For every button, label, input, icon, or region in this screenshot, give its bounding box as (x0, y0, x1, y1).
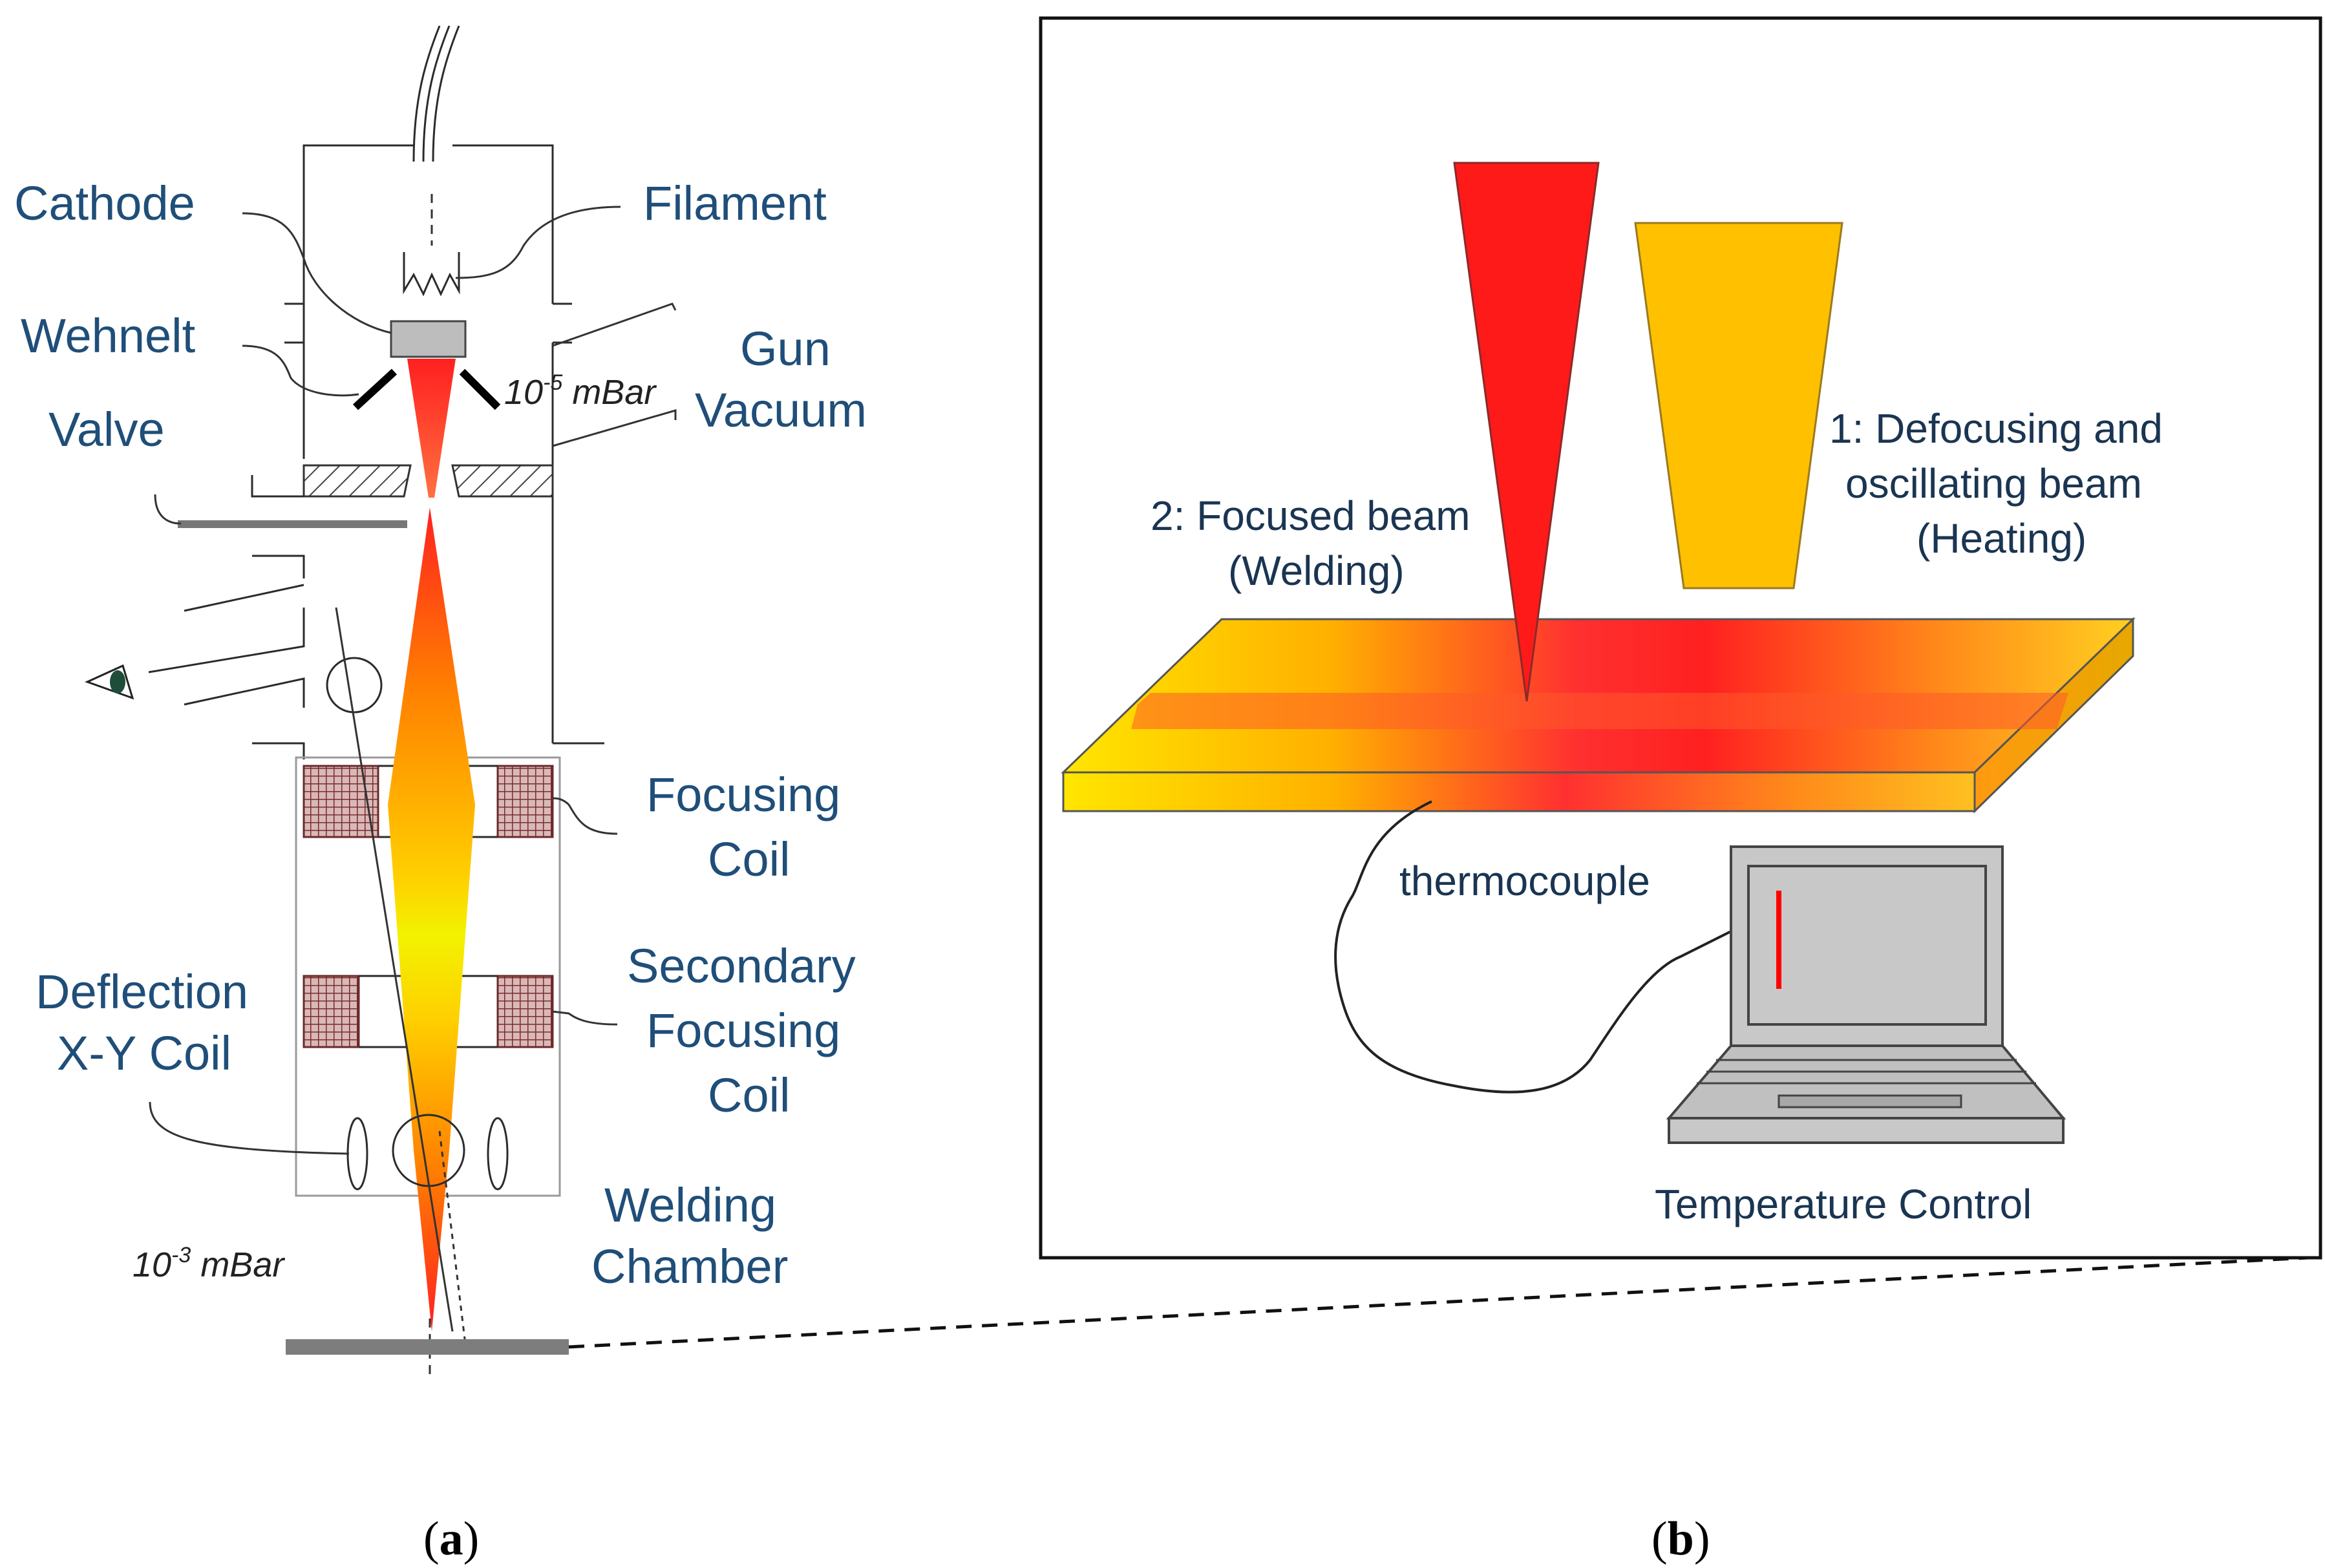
viewport-upper (148, 608, 305, 673)
cathode-block (390, 320, 467, 358)
workpiece (286, 1339, 569, 1355)
label-welding-2: Chamber (591, 1240, 788, 1293)
laptop-icon (1666, 845, 2066, 1144)
label-secondary-1: Secondary (627, 939, 856, 993)
weld-seam (1131, 693, 2068, 729)
label-focusing-coil-2: Coil (708, 832, 790, 886)
valve-plate (178, 520, 407, 528)
deflected-ray (438, 1130, 467, 1345)
valve-leader (154, 494, 182, 525)
anode-right (451, 464, 554, 498)
viewport-top-line (184, 584, 304, 612)
panel-a-electron-gun: Cathode Filament Wehnelt Gun Vacuum Valv… (14, 25, 867, 1565)
filament-leader (455, 206, 621, 279)
plate-front-face (1062, 771, 1976, 812)
label-defocus-2: oscillating beam (1845, 460, 2142, 507)
caption-a: (a) (423, 1512, 479, 1565)
defocused-beam (1634, 222, 1843, 589)
label-deflection-1: Deflection (36, 965, 248, 1019)
caption-b: (b) (1651, 1512, 1710, 1565)
secondary-coil-left (303, 975, 360, 1048)
anode-left (303, 464, 412, 498)
wehnelt-left (352, 368, 398, 410)
gun-flange-left (284, 302, 304, 344)
panel-b-welding-setup: 1: Defocusing and oscillating beam (Heat… (1039, 16, 2322, 1565)
label-focusing-coil-1: Focusing (646, 768, 840, 821)
gun-housing-left (303, 144, 414, 459)
thermocouple-wire (1334, 800, 1733, 1094)
cable-bundle (412, 25, 460, 162)
column-step-left (252, 742, 305, 759)
wehnelt-right (459, 368, 501, 410)
viewport-lower (184, 677, 305, 708)
gun-housing-right (452, 144, 554, 304)
pressure-chamber: 10-3 mBar (133, 1243, 285, 1284)
gun-vacuum-leader-top (552, 302, 677, 347)
eye-icon (85, 664, 134, 700)
oblique-ray (335, 607, 454, 1332)
gun-flange-right (553, 302, 572, 344)
label-temperature-control: Temperature Control (1655, 1181, 2032, 1227)
focusing-coil-right (496, 765, 554, 838)
label-deflection-2: X-Y Coil (57, 1026, 231, 1080)
focused-beam (1453, 162, 1600, 702)
viewport-lens (326, 657, 383, 714)
pressure-gun: 10-5 mBar (504, 370, 657, 412)
label-cathode: Cathode (14, 176, 195, 230)
secondary-coil-right (496, 975, 554, 1048)
anode-ledge-left (251, 475, 304, 498)
label-secondary-2: Focusing (646, 1004, 840, 1057)
label-gun: Gun (740, 322, 831, 376)
wehnelt-leader (242, 344, 359, 397)
cathode-leader (242, 212, 392, 334)
label-welding-1: Welding (604, 1178, 776, 1232)
focusing-coil-left (303, 765, 379, 838)
label-wehnelt: Wehnelt (21, 309, 196, 363)
label-filament: Filament (643, 176, 827, 230)
deflection-leader (149, 1101, 350, 1155)
zoom-connector (568, 1255, 2321, 1349)
label-defocus-1: 1: Defocusing and (1829, 405, 2163, 452)
focusing-coil-leader (552, 797, 618, 835)
column-port-top (252, 555, 305, 578)
label-secondary-3: Coil (708, 1068, 790, 1122)
label-vacuum: Vacuum (695, 383, 867, 437)
label-valve: Valve (48, 403, 165, 456)
label-focused-2: (Welding) (1228, 547, 1405, 594)
filament-coil (403, 252, 460, 297)
deflection-lens-left (346, 1117, 368, 1191)
gun-beam (407, 359, 456, 498)
label-thermocouple: thermocouple (1399, 858, 1650, 904)
main-beam (388, 507, 475, 1331)
label-defocus-3: (Heating) (1916, 515, 2086, 562)
gun-vacuum-leader-bottom (552, 409, 677, 447)
deflection-lens-right (487, 1117, 509, 1191)
secondary-coil-leader (552, 1010, 618, 1026)
label-focused-1: 2: Focused beam (1151, 493, 1470, 539)
